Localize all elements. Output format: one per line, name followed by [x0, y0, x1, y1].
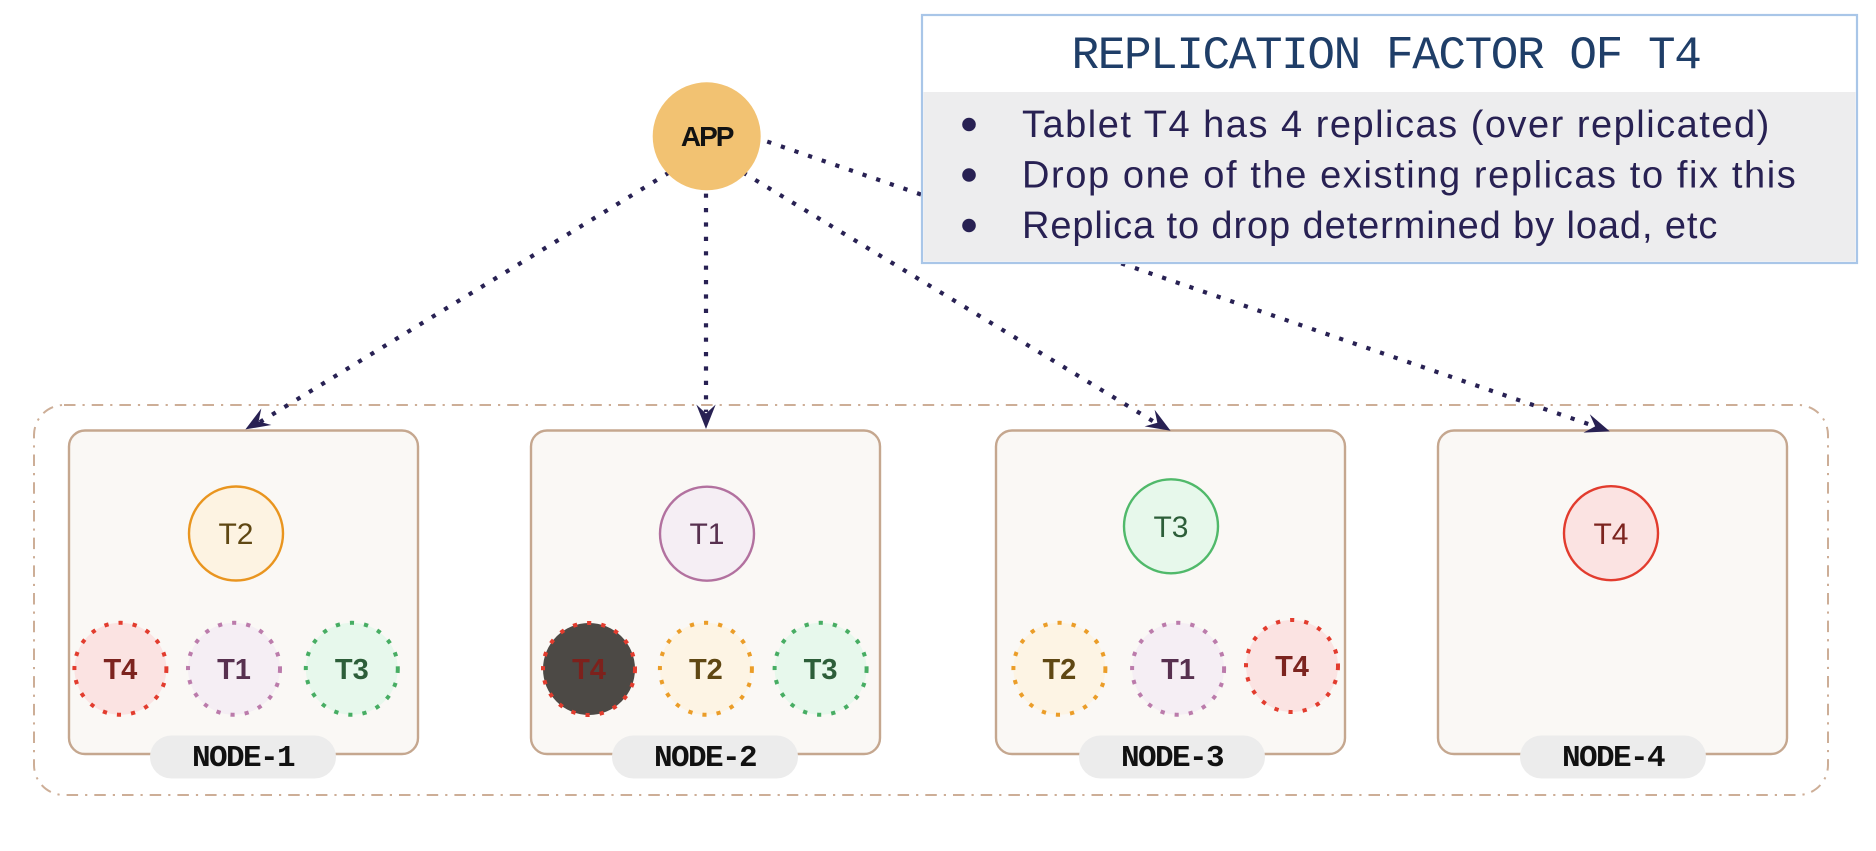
svg-text:Drop one of the existing repli: Drop one of the existing replicas to fix…	[1022, 155, 1797, 197]
svg-text:T3: T3	[804, 654, 838, 686]
svg-text:NODE-3: NODE-3	[1121, 741, 1224, 776]
svg-text:APP: APP	[681, 121, 734, 152]
svg-text:T1: T1	[1161, 654, 1195, 686]
svg-text:T1: T1	[217, 654, 251, 686]
svg-text:NODE-4: NODE-4	[1562, 741, 1665, 776]
svg-text:T2: T2	[218, 518, 253, 551]
svg-text:NODE-1: NODE-1	[192, 741, 295, 776]
svg-text:T4: T4	[103, 654, 137, 686]
svg-text:T1: T1	[689, 518, 724, 551]
svg-text:T4: T4	[1275, 651, 1309, 683]
svg-text:T2: T2	[689, 654, 723, 686]
svg-text:Tablet T4 has 4 replicas (over: Tablet T4 has 4 replicas (over replicate…	[1022, 104, 1771, 146]
svg-text:REPLICATION FACTOR OF T4: REPLICATION FACTOR OF T4	[1072, 30, 1701, 82]
svg-text:NODE-2: NODE-2	[654, 741, 756, 776]
svg-text:T4: T4	[1593, 518, 1628, 551]
svg-text:T4: T4	[572, 654, 606, 686]
svg-text:T3: T3	[1153, 511, 1188, 544]
svg-text:T2: T2	[1042, 654, 1076, 686]
svg-text:T3: T3	[335, 654, 369, 686]
svg-text:Replica to drop determined by: Replica to drop determined by load, etc	[1022, 205, 1718, 247]
